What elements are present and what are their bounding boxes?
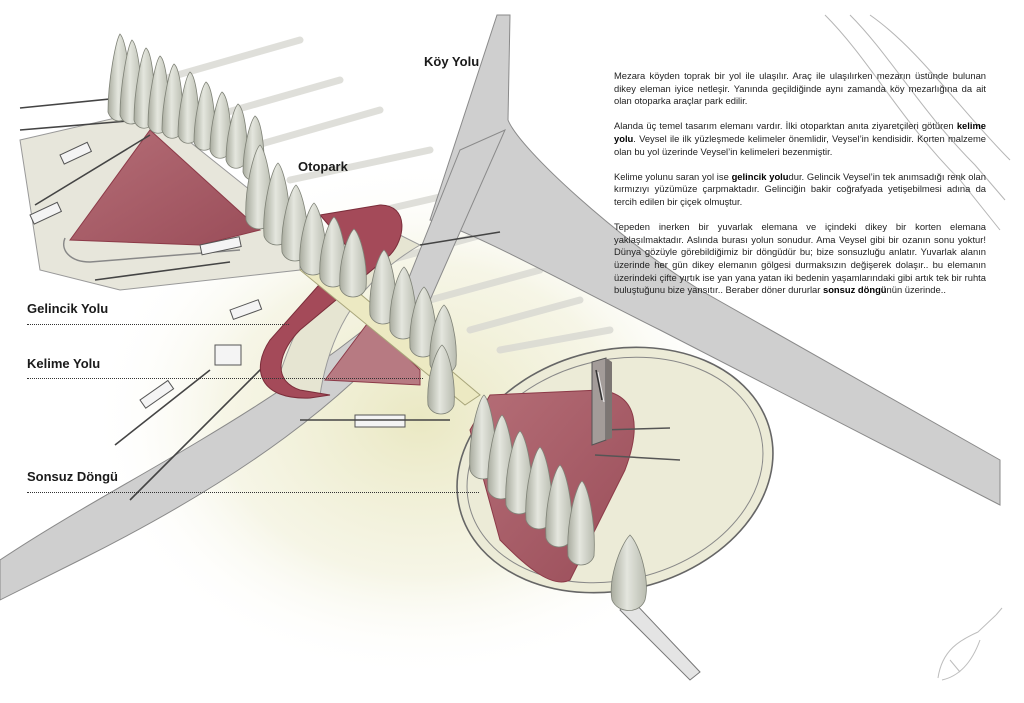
guide-kelime-yolu bbox=[27, 378, 423, 379]
description-paragraph-1: Mezara köyden toprak bir yol ile ulaşılı… bbox=[614, 70, 986, 107]
label-sonsuz-dongu: Sonsuz Döngü bbox=[27, 469, 118, 484]
corten-monument-icon bbox=[591, 357, 612, 446]
description-paragraph-2: Alanda üç temel tasarım elemanı vardır. … bbox=[614, 120, 986, 158]
description-paragraph-3: Kelime yolunu saran yol ise gelincik yol… bbox=[614, 171, 986, 209]
p2-text-a: Alanda üç temel tasarım elemanı vardır. … bbox=[614, 120, 957, 132]
saz-instrument-icon bbox=[937, 607, 1003, 681]
background-contour-lines bbox=[824, 14, 1011, 231]
p3-text-a: Kelime yolunu saran yol ise bbox=[614, 170, 732, 182]
guide-sonsuz-dongu bbox=[27, 492, 479, 493]
p4-text-a: Tepeden inerken bir yuvarlak elemana ve … bbox=[614, 221, 986, 296]
label-koy-yolu: Köy Yolu bbox=[424, 54, 480, 69]
gelincik-yolu-term: gelincik yolu bbox=[731, 170, 789, 182]
cypress-tree-icon bbox=[107, 33, 647, 611]
guide-gelincik-yolu bbox=[27, 324, 289, 325]
path-lines bbox=[19, 94, 501, 501]
kelime-yolu-term: kelime yolu bbox=[614, 120, 986, 144]
benches bbox=[29, 141, 406, 428]
label-gelincik-yolu: Gelincik Yolu bbox=[27, 301, 109, 316]
description-paragraph-4: Tepeden inerken bir yuvarlak elemana ve … bbox=[614, 221, 986, 297]
sonsuz-dongu-term: sonsuz döngü bbox=[822, 284, 887, 296]
poppy-path bbox=[260, 204, 421, 399]
description-text: Mezara köyden toprak bir yol ile ulaşılı… bbox=[614, 70, 986, 309]
label-otopark: Otopark bbox=[298, 159, 348, 174]
exit-path bbox=[619, 599, 701, 681]
p2-text-c: . Veysel ile ilk yüzleşmede kelimeler ön… bbox=[614, 132, 986, 157]
p3-text-c: dur. Gelincik Veysel’in tek anımsadığı r… bbox=[614, 170, 986, 207]
p4-text-c: nün üzerinde.. bbox=[886, 284, 946, 296]
label-kelime-yolu: Kelime Yolu bbox=[27, 356, 101, 371]
